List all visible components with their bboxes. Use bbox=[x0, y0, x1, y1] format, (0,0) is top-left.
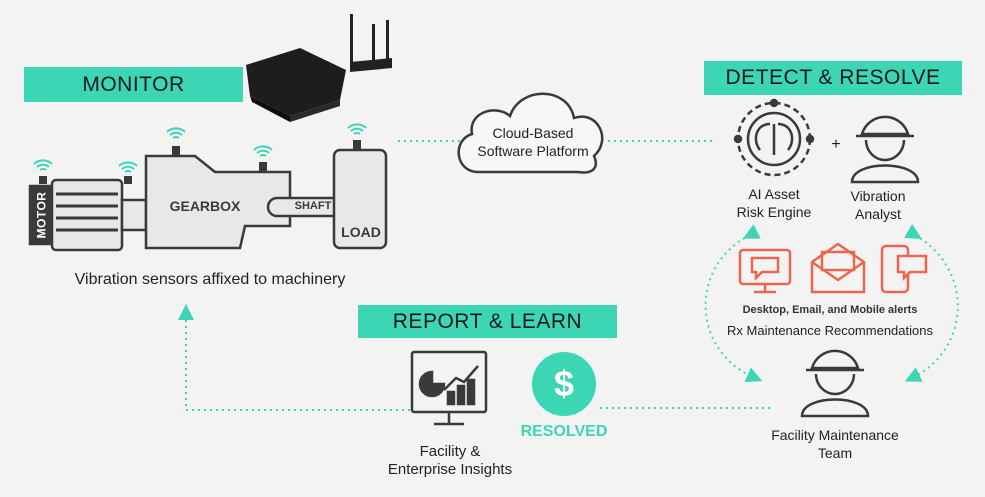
desktop-alert-icon bbox=[738, 248, 792, 294]
motor-label: MOTOR bbox=[34, 191, 49, 239]
report-learn-banner: REPORT & LEARN bbox=[358, 305, 617, 338]
insights-line1: Facility & bbox=[419, 443, 481, 460]
ai-engine-line1: AI Asset bbox=[748, 186, 800, 202]
monitor-banner: MONITOR bbox=[24, 67, 243, 102]
machinery-drawing bbox=[28, 148, 388, 252]
gateway-device-icon bbox=[246, 14, 392, 122]
detect-banner-label: DETECT & RESOLVE bbox=[725, 66, 941, 89]
monitor-banner-label: MONITOR bbox=[82, 72, 185, 96]
load-label: LOAD bbox=[341, 224, 381, 240]
connector-lines bbox=[178, 140, 959, 411]
team-icon bbox=[800, 349, 870, 418]
analyst-label: Vibration Analyst bbox=[830, 187, 926, 223]
report-banner-label: REPORT & LEARN bbox=[392, 309, 583, 333]
cloud-label-line1: Cloud-Based bbox=[492, 125, 574, 141]
analyst-line1: Vibration bbox=[850, 188, 906, 204]
sensor-nubs bbox=[39, 140, 361, 184]
team-line2: Team bbox=[817, 445, 853, 461]
analyst-icon bbox=[850, 115, 920, 184]
plus-sign: + bbox=[831, 136, 841, 153]
email-alert-icon bbox=[810, 242, 866, 294]
resolved-label: RESOLVED bbox=[520, 423, 608, 440]
mobile-alert-icon bbox=[880, 244, 928, 294]
insights-label: Facility & Enterprise Insights bbox=[370, 443, 530, 479]
detect-resolve-banner: DETECT & RESOLVE bbox=[704, 61, 962, 95]
insights-icon bbox=[410, 350, 488, 426]
alerts-label: Desktop, Email, and Mobile alerts bbox=[742, 304, 918, 316]
shaft-label: SHAFT bbox=[294, 200, 332, 212]
dollar-circle-icon bbox=[532, 352, 596, 416]
ai-engine-line2: Risk Engine bbox=[736, 204, 812, 220]
cloud-label: Cloud-Based Software Platform bbox=[468, 124, 598, 160]
cloud-icon bbox=[457, 92, 604, 174]
team-label: Facility Maintenance Team bbox=[745, 426, 925, 462]
cloud-label-line2: Software Platform bbox=[477, 143, 589, 159]
gearbox-label: GEARBOX bbox=[169, 198, 241, 214]
machinery-caption: Vibration sensors affixed to machinery bbox=[74, 271, 346, 288]
analyst-line2: Analyst bbox=[855, 206, 901, 222]
insights-line2: Enterprise Insights bbox=[387, 461, 513, 478]
ai-engine-label: AI Asset Risk Engine bbox=[722, 185, 826, 221]
dollar-sign: $ bbox=[553, 363, 575, 404]
motor-label-box: MOTOR bbox=[30, 186, 52, 244]
ai-brain-icon bbox=[733, 98, 815, 177]
rx-recommendations-label: Rx Maintenance Recommendations bbox=[727, 323, 933, 338]
team-line1: Facility Maintenance bbox=[771, 427, 899, 443]
